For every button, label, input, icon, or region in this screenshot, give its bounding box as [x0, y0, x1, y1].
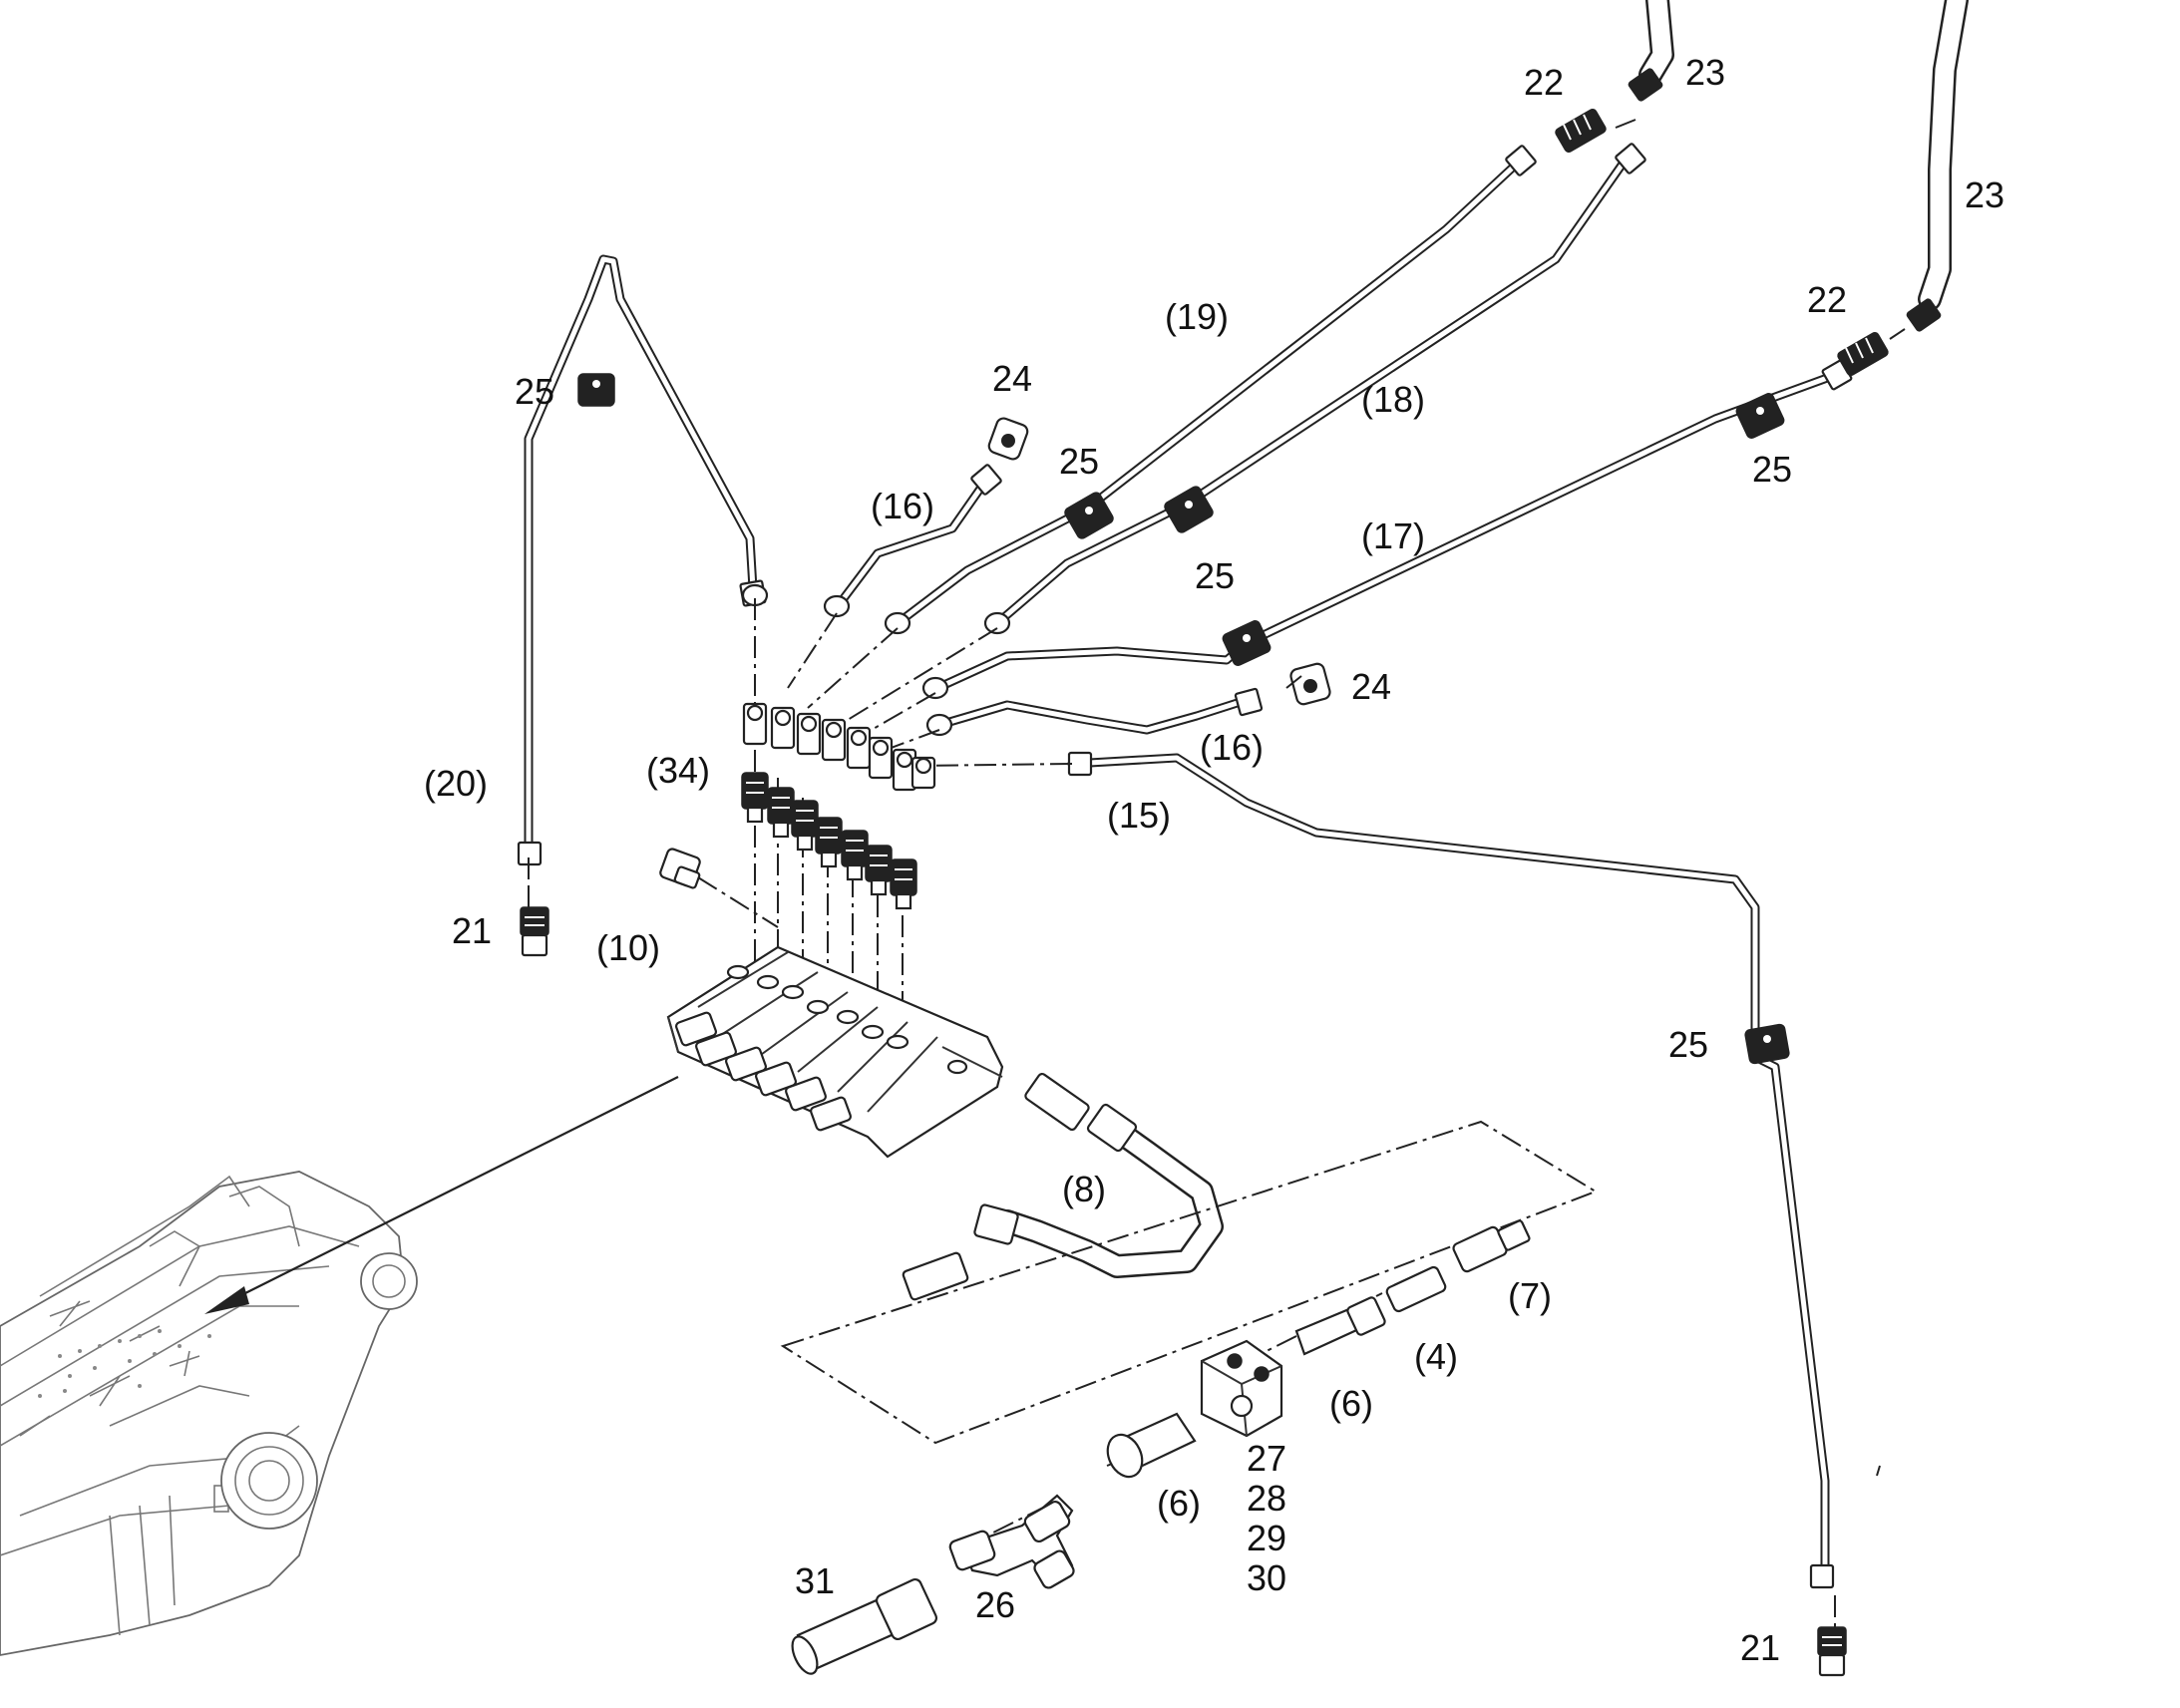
label-29: 29 [1247, 1518, 1286, 1558]
label-34: (34) [646, 750, 710, 791]
clamp-27 [1200, 1339, 1283, 1438]
label-6b: (6) [1157, 1483, 1201, 1524]
label-23b: 23 [1965, 174, 2004, 215]
label-25b: 25 [1059, 441, 1099, 482]
boom-assembly [0, 1171, 418, 1656]
label-17: (17) [1361, 515, 1425, 556]
label-22b: 22 [1807, 279, 1847, 320]
label-16a: (16) [871, 486, 934, 526]
cap-24-b [1289, 662, 1331, 706]
clamp-25-a [577, 373, 615, 407]
pipe-20 [524, 254, 758, 862]
label-10: (10) [596, 927, 660, 968]
label-21b: 21 [1740, 1627, 1780, 1668]
label-25a: 25 [515, 371, 554, 412]
fitting-21-b [1817, 1626, 1847, 1677]
label-26: 26 [975, 1584, 1015, 1625]
fitting-22-a [1555, 108, 1607, 154]
pipe-nuts [517, 143, 1853, 1589]
hose-23-b [1906, 0, 1969, 332]
label-31: 31 [795, 1560, 835, 1601]
label-25e: 25 [1668, 1024, 1708, 1065]
adapter-fittings-34 [741, 772, 917, 910]
label-4: (4) [1414, 1336, 1458, 1377]
fitting-21-a [520, 906, 549, 957]
tee-26 [948, 1494, 1075, 1589]
hose-8 [902, 1072, 1224, 1301]
label-23a: 23 [1685, 52, 1725, 93]
clamp-25-d [1222, 620, 1272, 666]
label-6a: (6) [1329, 1383, 1373, 1424]
hose-23-a [1628, 0, 1674, 102]
label-7: (7) [1508, 1275, 1552, 1316]
pipe-18 [992, 155, 1631, 628]
pipe-17 [932, 372, 1835, 693]
label-16b: (16) [1200, 727, 1264, 768]
pipe-15 [1067, 753, 1830, 1580]
label-19: (19) [1165, 296, 1229, 337]
label-24b: 24 [1351, 666, 1391, 707]
plug-fitting [659, 848, 701, 889]
label-21a: 21 [452, 910, 492, 951]
pipe-16-lower [934, 695, 1252, 735]
label-18: (18) [1361, 379, 1425, 420]
label-24a: 24 [992, 358, 1032, 399]
label-20: (20) [424, 763, 488, 804]
label-27: 27 [1247, 1438, 1286, 1479]
label-28: 28 [1247, 1478, 1286, 1519]
hose-sleeve-6a [1294, 1296, 1386, 1356]
fitting-22-b [1837, 331, 1889, 377]
hose-sleeve-6b [1106, 1412, 1197, 1479]
part-labels: 22 23 23 22 (19) (18) 25 24 25 (16) (17)… [424, 52, 2004, 1668]
elbow-fittings [742, 702, 936, 792]
label-8: (8) [1062, 1169, 1106, 1209]
clamp-25-c [1164, 486, 1214, 533]
label-25d: 25 [1195, 555, 1235, 596]
valve-block-10 [666, 945, 1004, 1159]
pipe-16-upper [833, 474, 992, 611]
location-arrow [204, 1076, 679, 1314]
label-15: (15) [1107, 795, 1171, 836]
fitting-7 [1452, 1219, 1531, 1273]
label-30: 30 [1247, 1557, 1286, 1598]
fitting-4 [1385, 1265, 1447, 1313]
pipe-31 [791, 1577, 938, 1675]
clamp-25-b [1064, 492, 1114, 539]
cap-24-a [987, 417, 1029, 461]
clamp-25-f [1744, 1023, 1790, 1065]
clamp-25-e [1735, 393, 1785, 439]
label-22a: 22 [1524, 62, 1564, 103]
label-25c: 25 [1752, 449, 1792, 490]
